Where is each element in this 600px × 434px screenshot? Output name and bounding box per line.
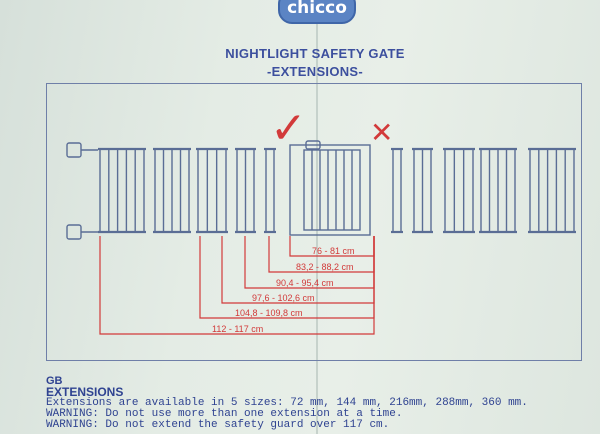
gate-door (303, 149, 361, 231)
measurement-label: 83,2 - 88,2 cm (296, 262, 354, 272)
extension-144 (235, 147, 256, 234)
measurement-label: 76 - 81 cm (312, 246, 355, 256)
extension-72 (391, 147, 403, 234)
extensions-left (66, 142, 276, 240)
measurement-label: 104,8 - 109,8 cm (235, 308, 303, 318)
check-mark-icon: ✓ (270, 103, 307, 154)
gate-frame (289, 144, 371, 236)
panel-frame (197, 148, 227, 233)
measurement-label: 112 - 117 cm (212, 324, 263, 334)
panel-frame (392, 148, 402, 233)
extension-288 (153, 147, 191, 234)
gb-instructions: GB EXTENSIONS Extensions are available i… (46, 376, 528, 431)
extension-216 (443, 147, 475, 234)
panel-frame (265, 148, 275, 233)
warning-text: WARNING: Do not extend the safety guard … (46, 419, 390, 431)
extension-72 (264, 147, 276, 234)
wall-mount-icon (66, 224, 82, 240)
extension-144 (412, 147, 433, 234)
extension-360 (98, 147, 146, 234)
panel-frame (99, 148, 145, 233)
extension-360 (528, 147, 576, 234)
panel-frame (529, 148, 575, 233)
diagram-frame (46, 83, 582, 361)
sizes-text: Extensions are available in 5 sizes: 72 … (46, 397, 528, 409)
measurement-label: 97,6 - 102,6 cm (252, 293, 315, 303)
document-title: NIGHTLIGHT SAFETY GATE (225, 46, 405, 61)
dimension-lines (99, 236, 375, 335)
extensions-right (391, 147, 576, 234)
paper-fold (316, 0, 318, 434)
cross-mark-icon: ✕ (370, 116, 393, 149)
section-heading: EXTENSIONS (46, 385, 124, 399)
document-subtitle: -EXTENSIONS- (266, 64, 364, 79)
wall-mount-icon (66, 142, 82, 158)
measurement-label: 90,4 - 95,4 cm (276, 278, 334, 288)
extension-288 (479, 147, 517, 234)
gate-lock-icon (305, 140, 321, 150)
gate-main (289, 140, 371, 236)
extension-216 (196, 147, 228, 234)
panel-frame (444, 148, 474, 233)
chicco-logo: chicco (278, 0, 356, 24)
dimension-line (99, 236, 375, 335)
warning-text: WARNING: Do not use more than one extens… (46, 408, 403, 420)
language-code: GB (46, 375, 63, 387)
